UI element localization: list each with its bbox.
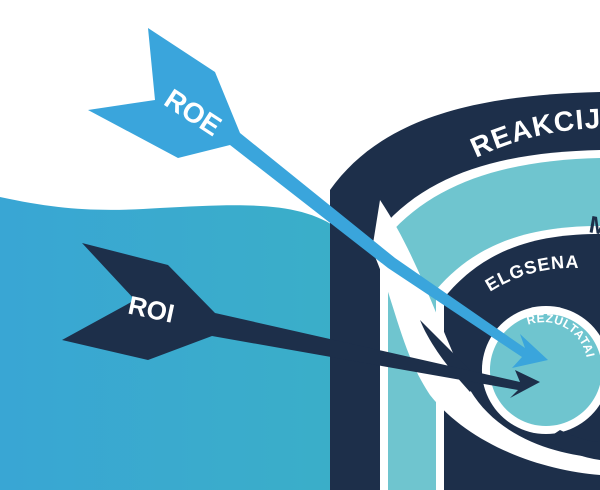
arrow-roe: ROE bbox=[88, 28, 548, 368]
middle-ring-label: M bbox=[587, 211, 600, 241]
arrow-icon bbox=[88, 28, 548, 368]
arrow-icon bbox=[62, 243, 540, 398]
white-swoosh bbox=[372, 200, 600, 475]
arrow-roi: ROI bbox=[62, 243, 540, 398]
target bbox=[330, 92, 600, 490]
target-bullseye bbox=[489, 314, 600, 426]
